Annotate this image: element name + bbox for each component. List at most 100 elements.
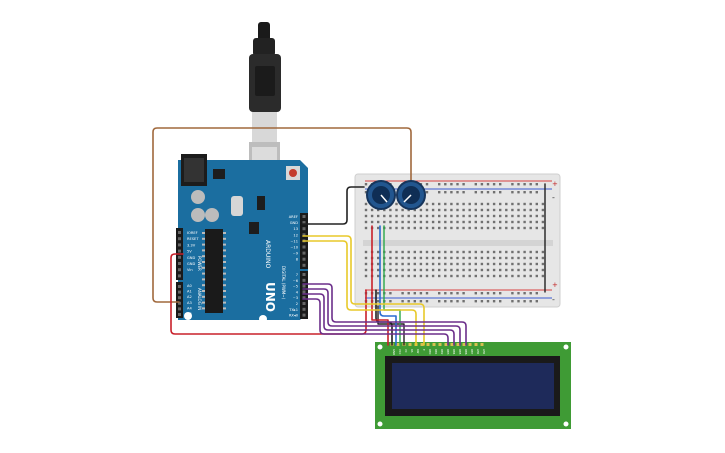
breadboard-hole — [407, 214, 410, 218]
breadboard-hole — [444, 202, 447, 206]
breadboard-hole — [529, 268, 532, 272]
breadboard-hole — [480, 262, 484, 266]
breadboard-hole — [535, 208, 538, 212]
rail-hole — [364, 191, 368, 194]
breadboard-hole — [523, 202, 526, 206]
header-hole — [178, 274, 181, 278]
breadboard-hole — [505, 268, 508, 272]
breadboard-hole — [419, 256, 423, 260]
chip-pin — [223, 243, 226, 246]
breadboard-hole — [517, 268, 520, 272]
rail-hole — [462, 292, 465, 295]
lcd-pin — [456, 343, 460, 346]
breadboard-hole — [492, 220, 496, 224]
breadboard-hole — [431, 220, 435, 224]
potentiometer-2[interactable] — [396, 180, 426, 210]
rail-hole — [438, 300, 441, 303]
digital-pin-label: ~11 — [290, 239, 298, 243]
power-pin-label: RESET — [187, 237, 199, 241]
header-hole — [302, 290, 306, 294]
digital-pin-label: ~10 — [290, 246, 298, 250]
breadboard-hole — [456, 226, 459, 230]
potentiometer-1[interactable] — [366, 180, 396, 210]
header-hole — [302, 278, 306, 282]
rail-hole — [444, 292, 447, 295]
rail-hole — [425, 191, 429, 194]
yellow-wire-1 — [302, 235, 425, 346]
breadboard-hole — [401, 262, 404, 266]
lcd-pin-label: DB7 — [470, 349, 474, 355]
breadboard-hole — [511, 214, 514, 218]
analog-pin-label: A2 — [187, 295, 192, 299]
rail-hole — [511, 191, 514, 194]
breadboard-hole — [395, 202, 398, 206]
breadboard-hole — [413, 256, 416, 260]
breadboard-hole — [456, 268, 459, 272]
breadboard-hole — [450, 208, 453, 212]
breadboard-hole — [462, 262, 465, 266]
rail-plus-label-bottom: + — [552, 281, 558, 289]
lcd-pin — [480, 343, 484, 346]
breadboard-hole — [529, 250, 532, 254]
header-hole — [178, 307, 181, 311]
breadboard-hole — [529, 226, 532, 230]
breadboard-hole — [480, 268, 484, 272]
digital-pin-label: 8 — [296, 258, 299, 262]
breadboard-hole — [450, 268, 453, 272]
red-wire — [170, 253, 367, 335]
chip-pin — [223, 301, 226, 304]
chip-pin — [223, 272, 226, 275]
breadboard-hole — [438, 250, 441, 254]
breadboard-hole — [492, 226, 496, 230]
breadboard-hole — [389, 250, 392, 254]
breadboard-hole — [431, 202, 435, 206]
breadboard-hole — [407, 226, 410, 230]
power-pin-label: GND — [187, 262, 195, 266]
analog-header-label: ANALOG IN — [197, 288, 202, 310]
breadboard-hole — [517, 226, 520, 230]
header-hole — [178, 231, 181, 234]
yellow-wire-2 — [302, 240, 417, 346]
chip-pin — [223, 232, 226, 234]
breadboard-hole — [407, 220, 410, 224]
lcd-pin — [474, 343, 478, 346]
chip-pin — [202, 261, 205, 263]
rail-hole — [523, 300, 526, 303]
breadboard-hole — [438, 202, 441, 206]
breadboard-hole — [541, 262, 545, 266]
chip-pin — [223, 278, 226, 281]
breadboard-hole — [370, 220, 374, 224]
breadboard-hole — [419, 214, 423, 218]
header-hole — [302, 273, 306, 276]
breadboard-hole — [450, 220, 453, 224]
rail-hole — [425, 183, 429, 186]
lcd-pin — [444, 343, 448, 346]
analog-pin-label: A4 — [187, 306, 192, 310]
breadboard-hole — [541, 250, 545, 254]
breadboard-hole — [541, 214, 545, 218]
breadboard-hole — [523, 274, 526, 278]
lcd-pin-label: LED — [482, 349, 486, 354]
analog-pin-label: A5 — [187, 312, 192, 316]
breadboard-hole — [389, 220, 392, 224]
breadboard-hole — [499, 256, 502, 260]
breadboard-hole — [492, 268, 496, 272]
digital-pin-label: 12 — [293, 233, 298, 237]
rail-hole — [450, 191, 453, 194]
purple-wire-1 — [302, 283, 467, 346]
rail-hole — [377, 300, 380, 303]
breadboard-hole — [462, 226, 465, 230]
rail-hole — [517, 191, 520, 194]
breadboard-hole — [407, 256, 410, 260]
lcd-pin-label: VCC — [398, 349, 402, 355]
lcd-pin-label: DB1 — [434, 349, 438, 355]
breadboard-hole — [389, 262, 392, 266]
breadboard-hole — [468, 226, 471, 230]
breadboard-hole — [377, 268, 380, 272]
breadboard-hole — [468, 262, 471, 266]
header-hole — [302, 263, 306, 267]
breadboard-hole — [480, 274, 484, 278]
rail-hole — [401, 300, 404, 303]
breadboard-hole — [511, 268, 514, 272]
breadboard-hole — [456, 274, 459, 278]
